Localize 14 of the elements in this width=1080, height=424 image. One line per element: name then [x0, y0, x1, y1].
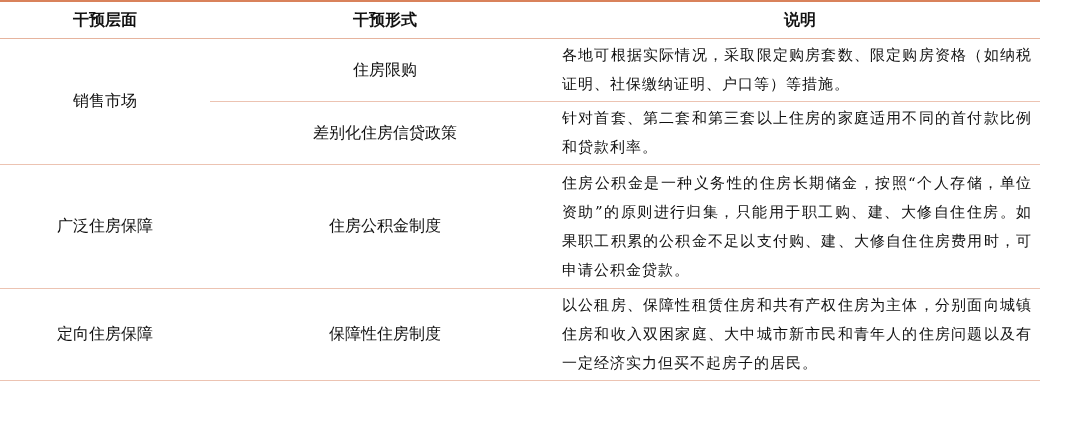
policy-name: 保障性住房制度 [210, 288, 560, 381]
category-text: 定向住房保障 [0, 288, 210, 381]
column-header: 说明 [560, 1, 1040, 39]
column-header: 干预形式 [210, 1, 560, 39]
policy-description: 各地可根据实际情况，采取限定购房套数、限定购房资格（如纳税证明、社保缴纳证明、户口等）等措施。 [560, 38, 1040, 102]
category-text: 广泛住房保障 [0, 164, 210, 289]
column-header: 干预层面 [0, 1, 210, 39]
category-text: 销售市场 [0, 38, 210, 165]
policy-name: 住房公积金制度 [210, 164, 560, 289]
policy-description: 针对首套、第二套和第三套以上住房的家庭适用不同的首付款比例和贷款利率。 [560, 101, 1040, 165]
policy-description: 以公租房、保障性租赁住房和共有产权住房为主体，分别面向城镇住房和收入双困家庭、大中城市新市民和青年人的住房问题以及有一定经济实力但买不起房子的居民。 [560, 288, 1040, 381]
policy-description: 住房公积金是一种义务性的住房长期储金，按照“个人存储，单位资助”的原则进行归集，只能用于职工购、建、大修自住住房。如果职工积累的公积金不足以支付购、建、大修自住住房费用时，可申请公积金贷款。 [560, 164, 1040, 289]
policy-name: 差别化住房信贷政策 [210, 101, 560, 165]
policy-name: 住房限购 [210, 38, 560, 102]
